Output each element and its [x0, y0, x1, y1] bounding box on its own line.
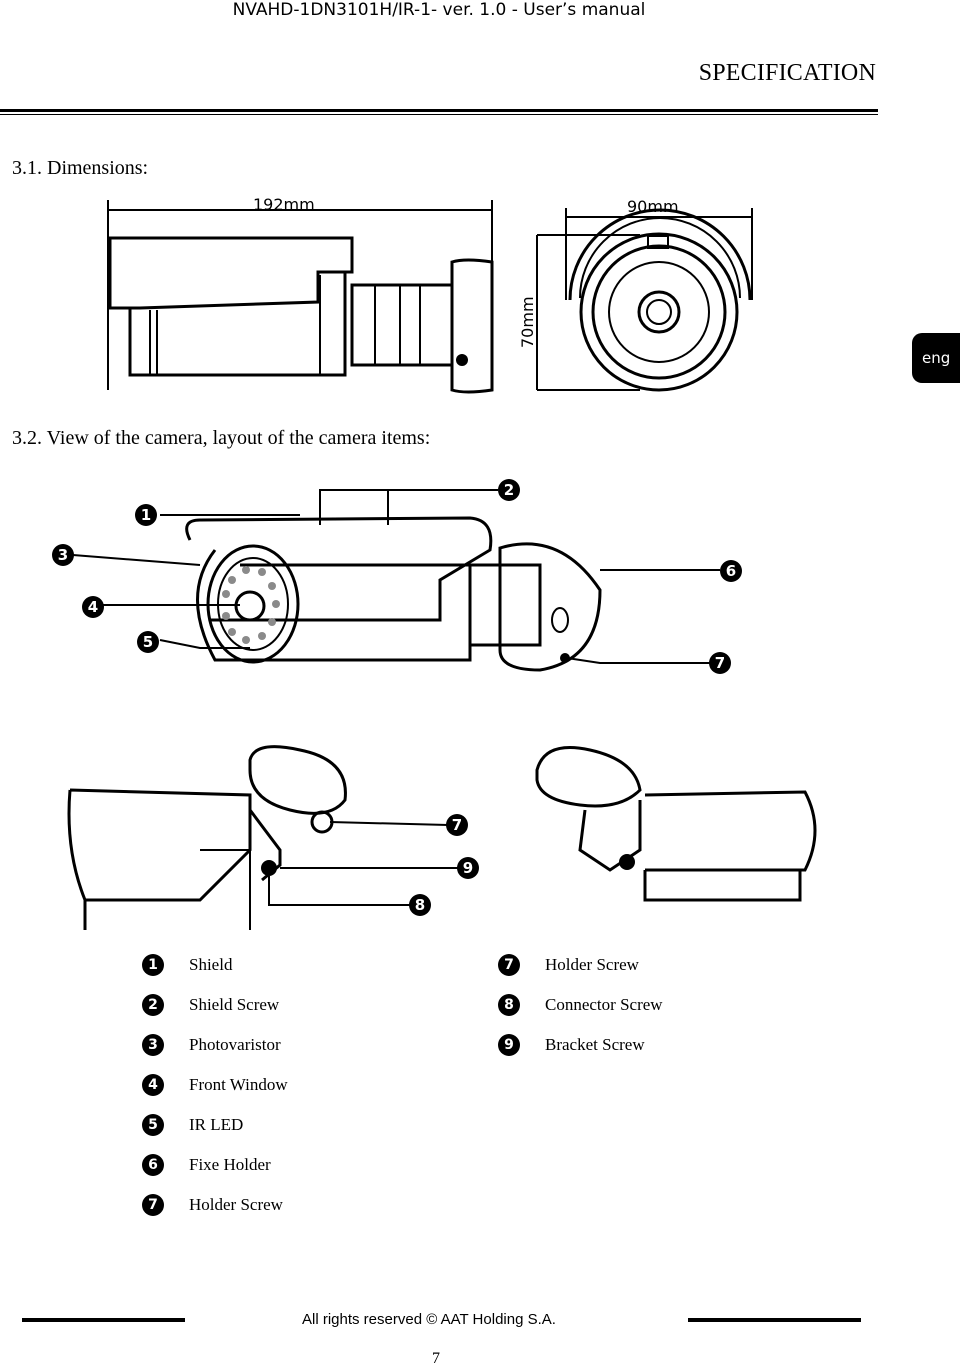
- legend-badge: 7: [498, 954, 520, 976]
- legend-label: IR LED: [189, 1115, 244, 1134]
- svg-text:5: 5: [143, 633, 153, 651]
- front-lens: [637, 290, 681, 334]
- main-mount: [498, 542, 602, 672]
- main-bracket: [468, 563, 542, 647]
- callout-9: 9: [457, 857, 479, 879]
- page-number: 7: [432, 1350, 440, 1367]
- callout-3: 3: [52, 544, 74, 566]
- front-shield: [568, 208, 752, 301]
- document-header: NVAHD-1DN3101H/IR-1- ver. 1.0 - User’s m…: [232, 0, 646, 20]
- main-shield: [185, 516, 493, 622]
- footer-line-right: [688, 1318, 861, 1322]
- legend-badge: 3: [142, 1034, 164, 1056]
- svg-text:9: 9: [463, 859, 473, 877]
- legend-item: 2 Shield Screw: [142, 985, 288, 1025]
- legend-right: 7 Holder Screw 8 Connector Screw 9 Bracket …: [498, 945, 663, 1065]
- callout-7-bottom: 7: [446, 814, 468, 836]
- legend-item: 8 Connector Screw: [498, 985, 663, 1025]
- callout-2: 2: [498, 479, 520, 501]
- bottom-right-shield: [644, 790, 817, 872]
- legend-badge: 7: [142, 1194, 164, 1216]
- legend-badge: 4: [142, 1074, 164, 1096]
- side-mount-plate: [450, 258, 494, 394]
- svg-text:4: 4: [88, 598, 98, 616]
- language-tab-label: eng: [922, 349, 951, 367]
- legend-label: Holder Screw: [189, 1195, 283, 1214]
- callout-5: 5: [137, 631, 159, 653]
- legend-label: Shield Screw: [189, 995, 280, 1014]
- svg-text:7: 7: [715, 654, 725, 672]
- side-shield: [108, 236, 354, 310]
- dimensions-heading: 3.1. Dimensions:: [12, 157, 149, 179]
- callout-7-top: 7: [709, 652, 731, 674]
- dimensions-drawing: 192mm 90mm 70mm: [107, 195, 753, 394]
- legend-badge: 1: [142, 954, 164, 976]
- language-tab[interactable]: eng: [912, 333, 960, 383]
- footer-copyright: All rights reserved © AAT Holding S.A.: [302, 1311, 556, 1328]
- front-body: [579, 232, 739, 392]
- legend-label: Photovaristor: [189, 1035, 281, 1054]
- legend-left: 1 Shield 2 Shield Screw 3 Photovaristor 4 Fr…: [142, 945, 288, 1225]
- legend-item: 5 IR LED: [142, 1105, 288, 1145]
- legend-badge: 5: [142, 1114, 164, 1136]
- legend-label: Front Window: [189, 1075, 288, 1094]
- callout-4: 4: [82, 596, 104, 618]
- camera-layout-drawing: 1 2 3 4 5 6 7 7 9 8: [52, 479, 817, 930]
- svg-text:3: 3: [58, 546, 68, 564]
- side-bracket: [350, 283, 454, 367]
- bottom-left-mount: [248, 745, 347, 815]
- side-body: [128, 272, 347, 377]
- legend-label: Bracket Screw: [545, 1035, 645, 1054]
- svg-text:1: 1: [141, 506, 151, 524]
- bottom-left-shield: [67, 788, 252, 902]
- legend-item: 9 Bracket Screw: [498, 1025, 663, 1065]
- svg-text:6: 6: [726, 562, 736, 580]
- main-lens: [234, 590, 266, 622]
- legend-badge: 9: [498, 1034, 520, 1056]
- view-heading: 3.2. View of the camera, layout of the c…: [12, 427, 431, 449]
- section-title: SPECIFICATION: [698, 60, 876, 86]
- bottom-right-arm: [578, 800, 642, 872]
- callout-8: 8: [409, 894, 431, 916]
- legend-item: 6 Fixe Holder: [142, 1145, 288, 1185]
- header-rule: [0, 109, 878, 112]
- legend-badge: 6: [142, 1154, 164, 1176]
- legend-label: Connector Screw: [545, 995, 663, 1014]
- legend-item: 7 Holder Screw: [142, 1185, 288, 1225]
- legend-item: 4 Front Window: [142, 1065, 288, 1105]
- legend-item: 1 Shield: [142, 945, 288, 985]
- legend-badge: 2: [142, 994, 164, 1016]
- legend-label: Shield: [189, 955, 233, 974]
- legend-label: Holder Screw: [545, 955, 639, 974]
- height-label: 70mm: [518, 296, 537, 348]
- legend-item: 3 Photovaristor: [142, 1025, 288, 1065]
- footer-line-left: [22, 1318, 185, 1322]
- svg-text:7: 7: [452, 816, 462, 834]
- svg-text:2: 2: [504, 481, 514, 499]
- callout-6: 6: [720, 560, 742, 582]
- main-body: [196, 549, 472, 662]
- side-screw: [456, 354, 468, 366]
- legend-badge: 8: [498, 994, 520, 1016]
- callout-1: 1: [135, 504, 157, 526]
- legend-label: Fixe Holder: [189, 1155, 271, 1174]
- legend-item: 7 Holder Screw: [498, 945, 663, 985]
- header-rule-thin: [0, 114, 878, 115]
- length-label: 192mm: [253, 195, 315, 214]
- svg-text:8: 8: [415, 896, 425, 914]
- bottom-right-mount: [535, 746, 642, 808]
